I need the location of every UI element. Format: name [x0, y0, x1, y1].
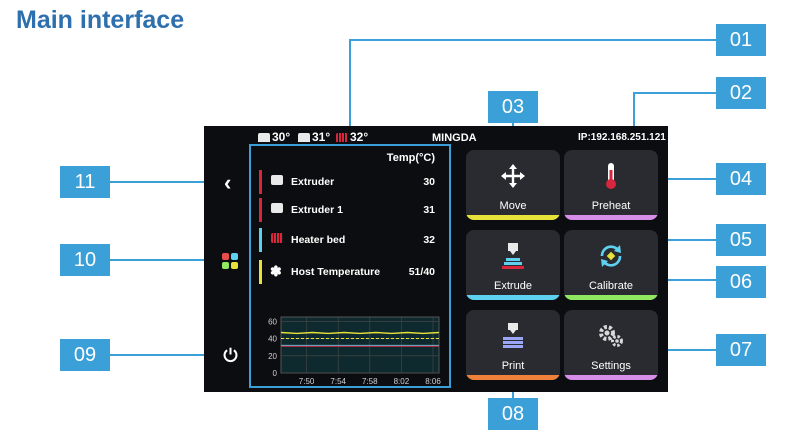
callout-10: 10	[60, 244, 110, 276]
printer-screen: 30° 31° 32° MINGDA IP:192.168.251.121 ‹ …	[204, 126, 668, 392]
heater-bed-icon	[271, 233, 283, 243]
settings-button[interactable]: Settings	[564, 310, 658, 380]
power-icon[interactable]	[222, 346, 239, 363]
status-temp-extruder-1: 31°	[298, 130, 330, 144]
status-bar: 30° 31° 32° MINGDA IP:192.168.251.121	[204, 126, 668, 146]
printer-title: MINGDA	[432, 132, 477, 144]
temperature-panel: Temp(°C) Extruder 30 Extruder 1 31 Heate…	[249, 144, 451, 388]
button-label: Settings	[591, 360, 631, 372]
chart-series-line	[280, 331, 440, 335]
button-accent	[564, 215, 658, 220]
callout-11: 11	[60, 166, 110, 198]
extrude-icon	[466, 242, 560, 270]
button-accent	[466, 215, 560, 220]
heater-bed-icon	[336, 132, 348, 142]
button-accent	[564, 295, 658, 300]
button-label: Calibrate	[588, 280, 634, 292]
callout-09: 09	[60, 339, 110, 371]
button-label: Preheat	[591, 200, 631, 212]
status-temp-heater-bed: 32°	[336, 130, 368, 144]
button-label: Print	[501, 360, 525, 372]
row-color-bar	[259, 198, 262, 222]
temp-label: Extruder	[291, 176, 335, 188]
callout-08: 08	[488, 398, 538, 430]
calibrate-icon	[564, 242, 658, 270]
status-temp-value: 30°	[272, 130, 291, 144]
temp-value: 51/40	[408, 266, 435, 278]
extruder-icon	[271, 175, 283, 185]
button-accent	[466, 295, 560, 300]
callout-06: 06	[716, 266, 766, 298]
move-button[interactable]: Move	[466, 150, 560, 220]
settings-icon	[564, 322, 658, 350]
preheat-button[interactable]: Preheat	[564, 150, 658, 220]
apps-icon[interactable]	[222, 253, 238, 269]
status-temp-value: 32°	[350, 130, 369, 144]
chart-x-tick-label: 8:02	[394, 377, 410, 386]
move-icon	[466, 162, 560, 190]
temp-value: 30	[423, 176, 435, 188]
extruder-icon	[258, 132, 270, 142]
temp-row-extruder: Extruder 30	[259, 170, 445, 194]
gear-icon: ✽	[270, 263, 282, 279]
row-color-bar	[259, 260, 262, 284]
temp-label: Extruder 1	[291, 204, 343, 216]
temp-label: Host Temperature	[291, 266, 381, 278]
button-accent	[466, 375, 560, 380]
status-temp-value: 31°	[312, 130, 331, 144]
temp-value: 31	[423, 204, 435, 216]
extrude-button[interactable]: Extrude	[466, 230, 560, 300]
button-accent	[564, 375, 658, 380]
chart-y-tick-label: 20	[268, 352, 277, 361]
chart-y-tick-label: 40	[268, 335, 277, 344]
print-icon	[466, 322, 560, 350]
chart-y-tick-label: 60	[268, 317, 277, 326]
chart-x-tick-label: 8:06	[425, 377, 441, 386]
calibrate-button[interactable]: Calibrate	[564, 230, 658, 300]
chart-x-tick-label: 7:58	[362, 377, 378, 386]
extruder-icon	[298, 132, 310, 142]
chart-y-tick-label: 0	[273, 369, 278, 378]
extruder-icon	[271, 203, 283, 213]
temp-row-heater-bed: Heater bed 32	[259, 228, 445, 252]
print-button[interactable]: Print	[466, 310, 560, 380]
callout-01: 01	[716, 24, 766, 56]
row-color-bar	[259, 170, 262, 194]
callout-07: 07	[716, 334, 766, 366]
status-temp-extruder: 30°	[258, 130, 290, 144]
button-label: Move	[499, 200, 527, 212]
temp-row-extruder-1: Extruder 1 31	[259, 198, 445, 222]
temperature-chart: 0 20 40 60 7:50 7:54 7:58 8:02 8:06	[263, 313, 443, 387]
chart-x-tick-label: 7:54	[330, 377, 346, 386]
temp-row-host: ✽ Host Temperature 51/40	[259, 260, 445, 284]
temp-header: Temp(°C)	[386, 152, 435, 164]
temperature-chart-svg: 0 20 40 60 7:50 7:54 7:58 8:02 8:06	[268, 316, 441, 386]
thermometer-icon	[564, 162, 658, 190]
callout-04: 04	[716, 163, 766, 195]
row-color-bar	[259, 228, 262, 252]
temp-label: Heater bed	[291, 234, 346, 246]
callout-02: 02	[716, 77, 766, 109]
callout-05: 05	[716, 224, 766, 256]
page-heading: Main interface	[16, 6, 185, 34]
temp-value: 32	[423, 234, 435, 246]
button-label: Extrude	[494, 280, 532, 292]
callout-03: 03	[488, 91, 538, 123]
ip-address: IP:192.168.251.121	[578, 132, 666, 143]
back-icon[interactable]: ‹	[224, 170, 232, 195]
chart-x-tick-label: 7:50	[299, 377, 315, 386]
